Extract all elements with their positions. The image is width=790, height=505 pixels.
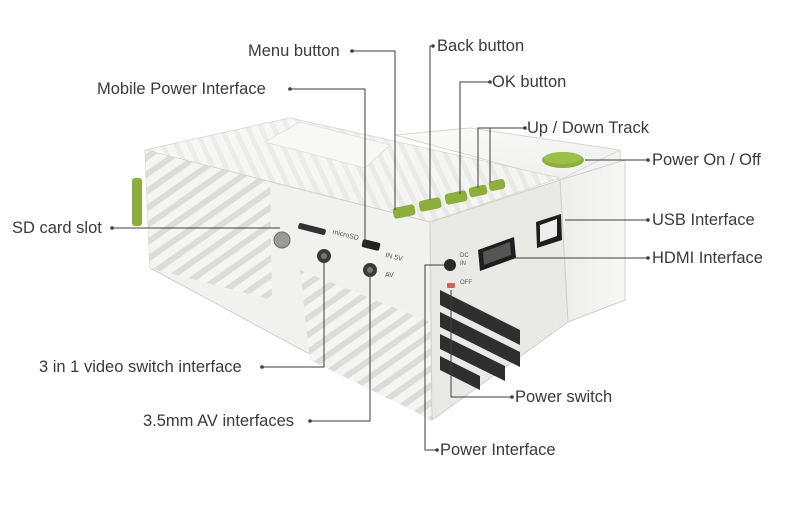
ok-button-label: OK button xyxy=(492,73,567,91)
power-interface-label: Power Interface xyxy=(440,441,556,459)
up-down-label: Up / Down Track xyxy=(527,119,649,137)
power-switch-label: Power switch xyxy=(515,388,613,406)
front-ports xyxy=(273,223,456,288)
mobile-power-label: Mobile Power Interface xyxy=(97,80,266,98)
power-on-off-label: Power On / Off xyxy=(652,151,761,169)
av-label: 3.5mm AV interfaces xyxy=(143,412,295,430)
back-button-label: Back button xyxy=(437,37,525,55)
vent-grille xyxy=(440,290,520,390)
sd-card-label: SD card slot xyxy=(12,219,102,237)
leader-lines xyxy=(110,44,650,452)
video-switch-label: 3 in 1 video switch interface xyxy=(39,358,242,376)
menu-button-label: Menu button xyxy=(248,42,340,60)
usb-label: USB Interface xyxy=(652,211,755,229)
side-tab xyxy=(132,178,142,226)
dc-in-text: DC IN xyxy=(460,253,469,267)
off-text: OFF xyxy=(460,280,472,286)
av-text: AV xyxy=(385,272,394,279)
hdmi-label: HDMI Interface xyxy=(652,249,763,267)
top-buttons xyxy=(392,179,506,219)
side-ports xyxy=(478,214,562,271)
